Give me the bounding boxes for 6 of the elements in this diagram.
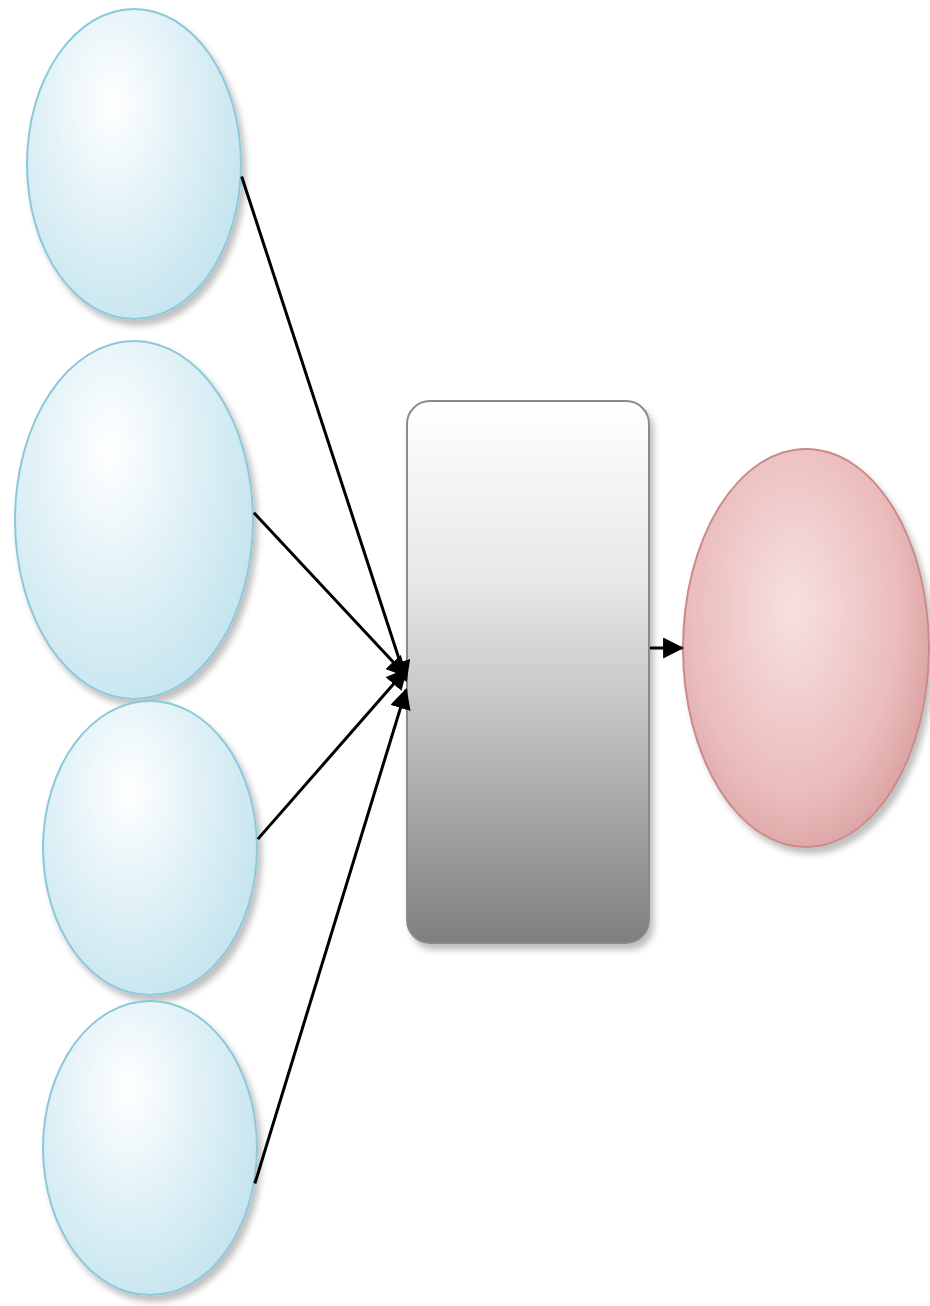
arrow: [253, 687, 411, 1184]
arrow: [240, 176, 411, 683]
arrow: [252, 511, 408, 678]
arrow: [256, 668, 408, 841]
arrow: [650, 637, 685, 659]
rounded-rectangle-node: [406, 400, 650, 944]
